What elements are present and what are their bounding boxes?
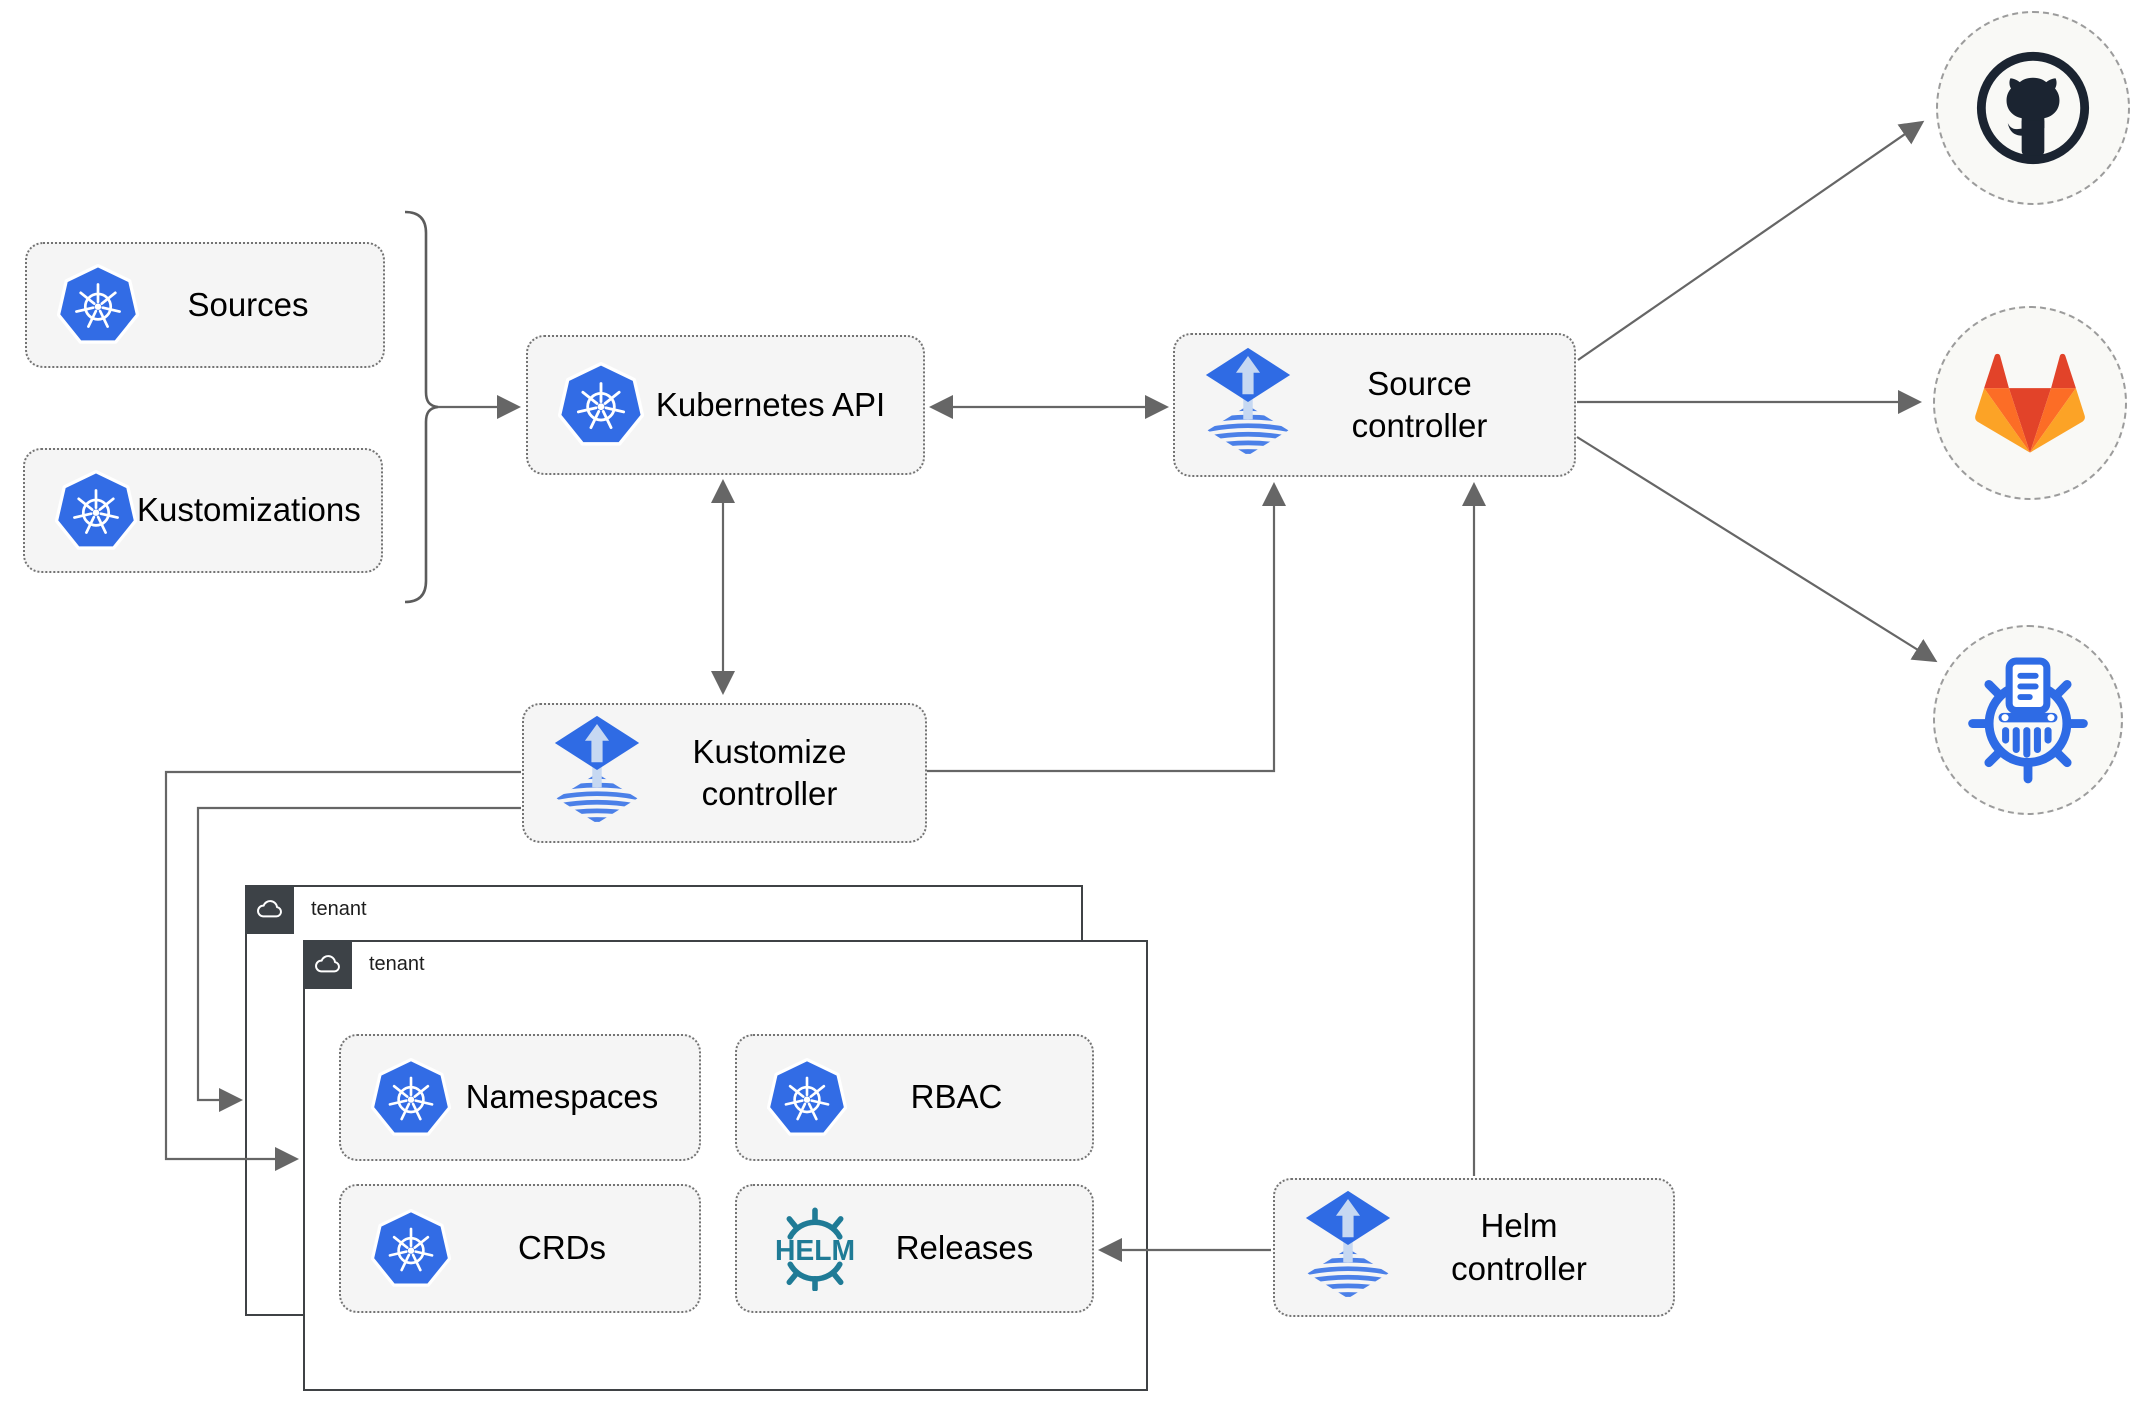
kubernetes-icon xyxy=(371,1208,451,1289)
kustomize-controller-box: Kustomize controller xyxy=(522,703,927,843)
tenant-badge xyxy=(303,940,352,989)
svg-text:HELM: HELM xyxy=(775,1234,855,1266)
kustomizations-label: Kustomizations xyxy=(137,491,361,529)
github-icon xyxy=(1970,45,2096,171)
kubernetes-icon xyxy=(767,1057,847,1138)
source-controller-label: Source controller xyxy=(1291,363,1574,447)
kubernetes-icon xyxy=(57,264,139,346)
brace-sources-group xyxy=(404,210,439,604)
tenant-label: tenant xyxy=(311,898,367,920)
releases-box: HELM Releases xyxy=(735,1184,1094,1313)
label-line: Source xyxy=(1367,364,1472,402)
github-node xyxy=(1936,11,2130,205)
sources-label: Sources xyxy=(187,285,309,323)
cloud-icon xyxy=(313,954,343,976)
rbac-label: RBAC xyxy=(910,1078,1003,1116)
rbac-box: RBAC xyxy=(735,1034,1094,1161)
namespaces-label: Namespaces xyxy=(465,1078,659,1116)
crds-box: CRDs xyxy=(339,1184,701,1313)
kustomizations-box: Kustomizations xyxy=(23,448,383,573)
helm-icon: HELM xyxy=(767,1206,863,1292)
arrow-source-to-storage xyxy=(1576,436,1938,663)
helm-controller-label: Helm controller xyxy=(1391,1205,1673,1289)
helm-controller-box: Helm controller xyxy=(1273,1178,1675,1317)
arrow-source-to-github xyxy=(1577,120,1925,361)
tenant-badge xyxy=(245,885,294,934)
crds-label: CRDs xyxy=(518,1229,606,1267)
flux-icon xyxy=(554,715,640,830)
flux-icon xyxy=(1205,347,1291,462)
label-line: controller xyxy=(701,775,838,812)
tenant-box-front: tenant xyxy=(303,940,1148,1391)
arrow-kustomize-to-source xyxy=(927,481,1287,773)
gitlab-icon xyxy=(1968,347,2092,459)
manifest-wheel-icon xyxy=(1962,654,2094,786)
kubernetes-icon xyxy=(55,469,137,552)
namespaces-box: Namespaces xyxy=(339,1034,701,1161)
kustomize-controller-label: Kustomize controller xyxy=(640,731,925,815)
label-line: controller xyxy=(1451,1249,1587,1287)
kubernetes-api-box: Kubernetes API xyxy=(526,335,925,475)
cloud-icon xyxy=(255,899,285,921)
label-line: Helm xyxy=(1480,1207,1558,1245)
releases-label: Releases xyxy=(895,1229,1034,1267)
sources-box: Sources xyxy=(25,242,385,368)
artifact-storage-node xyxy=(1933,625,2123,815)
flux-icon xyxy=(1305,1190,1391,1305)
tenant-label: tenant xyxy=(369,953,425,975)
kubernetes-icon xyxy=(558,362,644,448)
source-controller-box: Source controller xyxy=(1173,333,1576,477)
label-line: controller xyxy=(1351,407,1488,444)
gitlab-node xyxy=(1933,306,2127,500)
kubernetes-api-label: Kubernetes API xyxy=(655,385,886,423)
label-line: Kustomize xyxy=(692,732,847,770)
kubernetes-icon xyxy=(371,1057,451,1138)
